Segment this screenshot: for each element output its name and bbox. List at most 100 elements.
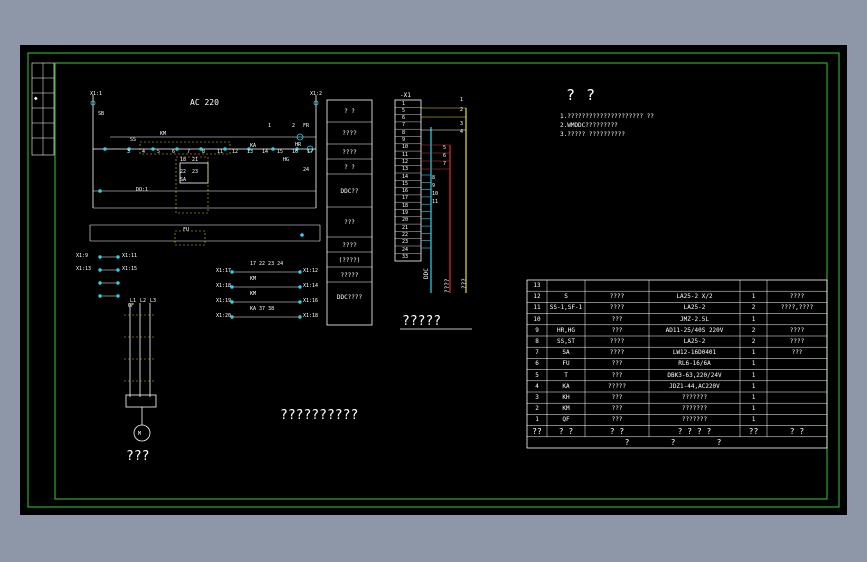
bom-cell: ??? bbox=[611, 416, 623, 424]
schematic-tag: 14 bbox=[262, 149, 269, 155]
relay-left-label: X1:19 bbox=[216, 298, 232, 304]
overload-relay bbox=[125, 394, 157, 408]
bom-cell: ??????? bbox=[681, 405, 708, 413]
aux-node bbox=[98, 281, 102, 285]
schematic-tag: 13 bbox=[247, 149, 254, 155]
schematic-tag: 17 bbox=[307, 149, 314, 155]
bom-header-cell: ? ? bbox=[558, 426, 574, 436]
bom-cell bbox=[767, 392, 827, 403]
terminal-number: 13 bbox=[402, 166, 409, 173]
bom-cell: 12 bbox=[533, 293, 541, 301]
bom-cell: LW12-16D0401 bbox=[672, 349, 717, 357]
cable-b-label: ??? bbox=[461, 278, 468, 289]
bom-cell: 6 bbox=[535, 360, 539, 368]
note-2: 2.WMDDC????????? bbox=[560, 122, 618, 129]
bom-cell: ??????? bbox=[681, 394, 708, 401]
terminal-number: 6 bbox=[402, 115, 406, 122]
bom-cell: SS-1,SF-1 bbox=[549, 304, 583, 312]
bom-cell: 3 bbox=[535, 394, 539, 401]
aux-node bbox=[116, 268, 120, 272]
bom-cell bbox=[767, 403, 827, 414]
bom-cell: 9 bbox=[535, 326, 539, 334]
bom-cell bbox=[547, 314, 585, 325]
relay-node bbox=[230, 300, 234, 304]
bom-cell: 1 bbox=[751, 416, 756, 424]
relay-node bbox=[230, 285, 234, 289]
bom-cell: ??? bbox=[791, 349, 803, 357]
schematic-tag: KM bbox=[160, 131, 167, 137]
terminal-number: 15 bbox=[402, 180, 409, 187]
schematic-tag: 12 bbox=[232, 149, 239, 155]
terminal-mark: 10 bbox=[432, 191, 439, 197]
outer-frame bbox=[27, 52, 840, 508]
terminal-mark: 5 bbox=[443, 145, 447, 151]
bom-cell: T bbox=[564, 371, 568, 379]
bom-cell: 8 bbox=[535, 338, 539, 345]
schematic-tag: 7 bbox=[187, 149, 191, 155]
schematic-tag: X1:1 bbox=[90, 91, 103, 97]
schematic-tag: 22 bbox=[180, 169, 187, 175]
schematic-tag: 18 bbox=[180, 157, 187, 163]
schematic-tag: FR bbox=[303, 123, 310, 129]
function-block-label: ???? bbox=[342, 241, 357, 249]
diagram-title: ?????????? bbox=[280, 408, 359, 423]
motor-symbol bbox=[133, 424, 151, 442]
bom-cell: ??? bbox=[611, 315, 623, 323]
bom-cell: 1 bbox=[751, 349, 756, 357]
bom-cell: 1 bbox=[751, 315, 756, 323]
bom-cell: 2 bbox=[751, 338, 756, 345]
function-block-label: (????) bbox=[338, 256, 361, 264]
bom-cell: ???? bbox=[789, 293, 805, 301]
bom-cell: ???? bbox=[609, 304, 625, 312]
bom-cell: LA25-2 bbox=[683, 338, 706, 345]
bom-cell: AD11-25/40S 220V bbox=[665, 326, 724, 334]
terminal-number: 17 bbox=[402, 195, 409, 202]
bom-cell: SA bbox=[562, 349, 570, 357]
contact-node bbox=[98, 189, 102, 193]
schematic-tag: 5 bbox=[157, 149, 161, 155]
bom-cell: LA25-2 bbox=[683, 304, 706, 312]
terminal-mark: 7 bbox=[443, 161, 447, 167]
contact-node bbox=[295, 147, 299, 151]
bom-footer-cell: ? bbox=[624, 437, 630, 447]
terminal-node bbox=[313, 100, 319, 106]
terminal-mark: 4 bbox=[460, 129, 464, 135]
bom-cell: 10 bbox=[533, 315, 541, 323]
terminal-number: 24 bbox=[402, 246, 409, 253]
terminal-number: 11 bbox=[402, 151, 409, 158]
schematic-tag: SB bbox=[98, 111, 105, 117]
bom-cell: 4 bbox=[535, 382, 539, 390]
bom-cell bbox=[585, 280, 649, 291]
aux-node bbox=[98, 268, 102, 272]
contact-node bbox=[271, 147, 275, 151]
bom-cell bbox=[767, 414, 827, 425]
relay-left-label: X1:20 bbox=[216, 313, 232, 319]
terminal-number: 8 bbox=[402, 129, 406, 136]
schematic-tag: L3 bbox=[150, 298, 157, 304]
relay-mid-label: 17 22 23 24 bbox=[250, 261, 284, 267]
terminal-mark: 11 bbox=[432, 199, 439, 205]
bom-cell: KM bbox=[562, 405, 570, 413]
relay-right-label: X1:18 bbox=[303, 313, 319, 319]
bom-cell: DBK3-63,220/24V bbox=[667, 371, 722, 379]
lamp bbox=[306, 145, 314, 153]
bom-cell: KA bbox=[562, 382, 570, 390]
function-block-label: DDC?? bbox=[340, 187, 359, 195]
terminal-number: 23 bbox=[402, 239, 409, 246]
terminal-number: 20 bbox=[402, 217, 409, 224]
aux-node bbox=[98, 294, 102, 298]
bom-cell: 2 bbox=[535, 405, 539, 413]
bom-cell: ???? bbox=[609, 349, 625, 357]
schematic-tag: 6 bbox=[172, 149, 176, 155]
terminal-mark: 9 bbox=[432, 183, 436, 189]
schematic-tag: 3 bbox=[127, 149, 131, 155]
bom-cell bbox=[767, 381, 827, 392]
ac-label: AC 220 bbox=[190, 98, 219, 107]
wiring-diagram bbox=[27, 52, 840, 508]
bom-cell: HR,HG bbox=[556, 326, 576, 334]
bom-cell: 2 bbox=[751, 326, 756, 334]
schematic-tag: 21 bbox=[192, 157, 199, 163]
relay-right-label: X1:14 bbox=[303, 283, 319, 289]
relay-node bbox=[230, 315, 234, 319]
bom-cell bbox=[740, 280, 767, 291]
